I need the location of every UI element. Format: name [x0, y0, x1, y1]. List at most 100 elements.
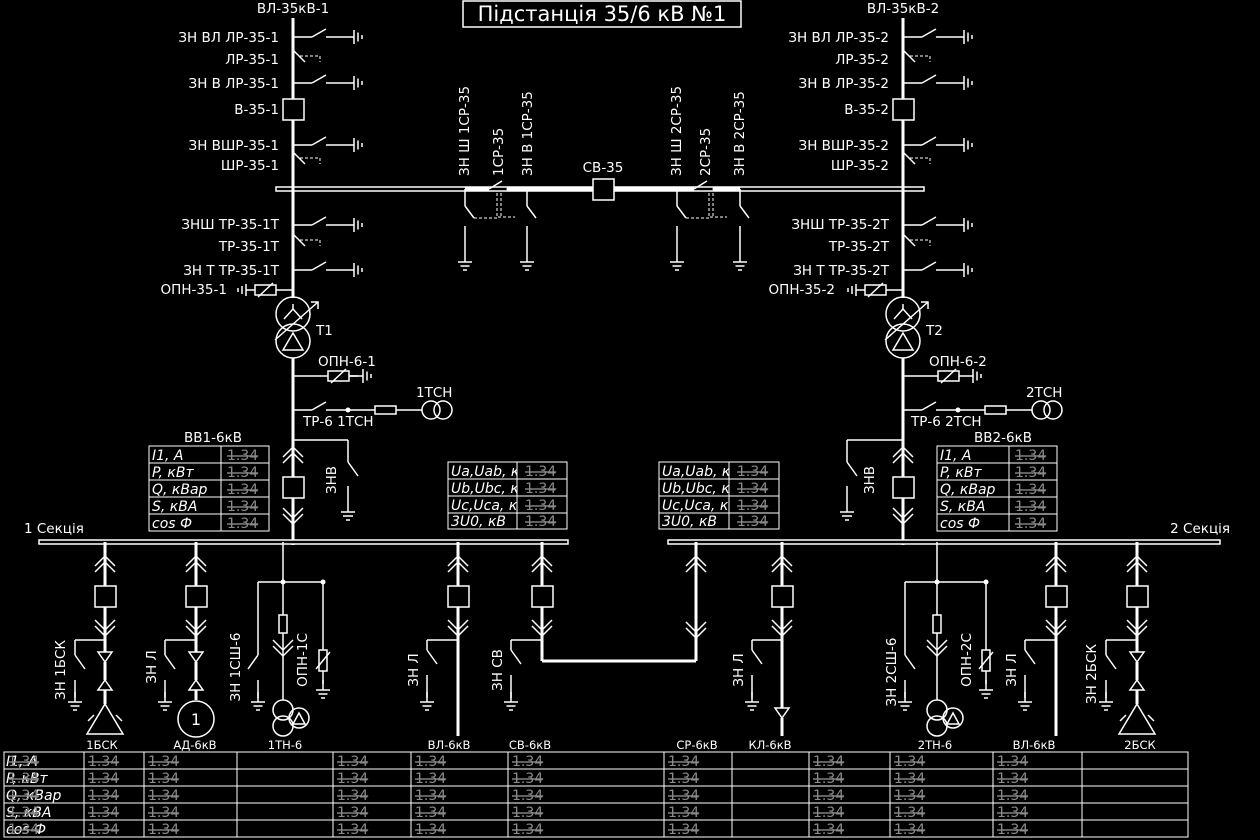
label-breaker-v-35-1: В-35-1 — [234, 102, 279, 118]
u1-value-a: 1.34 — [525, 464, 556, 480]
disconnector-shr-35-1[interactable] — [292, 151, 306, 165]
earth-switch-zn-vshr-1[interactable] — [311, 136, 327, 146]
disconnector-shr-35-2[interactable] — [902, 151, 916, 165]
earth-switch-zn-sh-2sr[interactable] — [676, 205, 687, 219]
breaker-sv-35[interactable] — [592, 178, 615, 201]
earth-switch-zn-vshr-2[interactable] — [921, 136, 937, 146]
label-1sr-35: 1СР-35 — [491, 128, 507, 176]
feeder-sr-6kv: СР-6кВ — [676, 542, 718, 752]
feeder-sv-6kv: ЗН СВ СВ-6кВ — [490, 542, 696, 752]
earth-switch-znsh-tr-2[interactable] — [921, 216, 937, 226]
feeder-kl-6kv: ЗН Л КЛ-6кВ — [731, 542, 794, 752]
label-opn-6-2: ОПН-6-2 — [929, 354, 987, 370]
table-cell-value: 1.34 — [415, 788, 446, 804]
earth-switch-zn-l-vl1[interactable] — [426, 649, 438, 665]
breaker-ad-6kv[interactable] — [185, 585, 208, 608]
breaker-2bsk[interactable] — [1126, 585, 1149, 608]
label-sv-35: СВ-35 — [583, 160, 624, 176]
table-cell-value: 1.34 — [88, 754, 119, 770]
disconnector-tr-6-2tsn[interactable] — [921, 401, 937, 411]
breaker-sv-6kv[interactable] — [531, 585, 554, 608]
earth-switch-zn-1bsk[interactable] — [74, 654, 86, 670]
earth-switch-zn-v-lr-1[interactable] — [311, 74, 327, 84]
label-opn-1s: ОПН-1С — [295, 633, 311, 687]
table-cell-value: 1.34 — [8, 754, 39, 770]
u1-label-c: Uc,Uca, кВ — [451, 498, 527, 514]
feeder-name-1bsk: 1БСК — [86, 738, 117, 752]
earth-switch-zn-l-kl[interactable] — [751, 649, 763, 665]
table-cell-value: 1.34 — [337, 771, 368, 787]
label-vv2-6kv: ВВ2-6кВ — [974, 430, 1032, 446]
motor-number: 1 — [191, 710, 201, 729]
table-cell-value: 1.34 — [337, 754, 368, 770]
busbar-6kv-section-2 — [667, 539, 1221, 545]
earth-switch-zn-l-vl2[interactable] — [1024, 649, 1036, 665]
earth-switch-zn-sh-1sr[interactable] — [464, 205, 475, 219]
label-znsh-tr-2: ЗНШ ТР-35-2Т — [791, 217, 889, 233]
bus-tie-35kv: СВ-35 ЗН Ш 1СР-35 ЗН В 1СР-35 1СР-35 ЗН … — [457, 86, 750, 271]
earth-switch-zn-t-tr-2[interactable] — [921, 261, 937, 271]
fuse-2tn — [932, 614, 942, 634]
disconnector-1sr-35[interactable] — [488, 180, 503, 190]
label-zn-vl-2: ЗН ВЛ ЛР-35-2 — [788, 30, 889, 46]
disconnector-lr-35-1[interactable] — [292, 49, 306, 63]
vv1-value-s: 1.34 — [227, 499, 258, 515]
busbar-6kv-section-1 — [38, 539, 569, 545]
table-cell-value: 1.34 — [512, 822, 543, 838]
breaker-v-35-1[interactable] — [282, 98, 305, 121]
disconnector-2sr-35[interactable] — [693, 180, 708, 190]
earth-switch-zn-sv[interactable] — [510, 649, 522, 665]
breaker-vl-6kv-1[interactable] — [447, 585, 470, 608]
earth-switch-znsh-tr-1[interactable] — [311, 216, 327, 226]
label-zn-1bsk: ЗН 1БСК — [53, 640, 69, 700]
breaker-v-35-2[interactable] — [892, 98, 915, 121]
table-cell-value: 1.34 — [512, 805, 543, 821]
vv2-value-p: 1.34 — [1015, 465, 1046, 481]
label-opn-2s: ОПН-2С — [959, 633, 975, 687]
disconnector-tr-35-2t[interactable] — [902, 233, 916, 247]
voltage-table-section-2: Ua,Uab, кВ Ub,Ubc, кВ Uc,Uca, кВ 3U0, кВ… — [658, 461, 780, 530]
vv2-label-cos: cos Ф — [940, 516, 980, 532]
u1-label-a: Ua,Uab, кВ — [451, 464, 529, 480]
earth-switch-zn-2bsk[interactable] — [1105, 654, 1117, 670]
earth-switch-zn-v-1sr[interactable] — [526, 205, 537, 219]
table-cell-value: 1.34 — [894, 822, 925, 838]
u1-value-c: 1.34 — [525, 498, 556, 514]
label-zn-t-tr-2: ЗН Т ТР-35-2Т — [793, 263, 890, 279]
label-znsh-tr-1: ЗНШ ТР-35-1Т — [181, 217, 279, 233]
table-cell-value: 1.34 — [88, 822, 119, 838]
feeder-vl-6kv-1: ЗН Л ВЛ-6кВ — [406, 542, 471, 752]
earth-switch-zn-l-ad[interactable] — [164, 654, 176, 670]
label-zn-1ssh: ЗН 1СШ-6 — [228, 632, 244, 701]
breaker-1bsk[interactable] — [94, 585, 117, 608]
earth-switch-znv-2[interactable] — [846, 461, 858, 477]
earth-switch-zn-t-tr-1[interactable] — [311, 261, 327, 271]
voltage-table-section-1: Ua,Uab, кВ Ub,Ubc, кВ Uc,Uca, кВ 3U0, кВ… — [447, 461, 568, 530]
line-label-right: ВЛ-35кВ-2 — [867, 1, 939, 17]
breaker-vl-6kv-2[interactable] — [1045, 585, 1068, 608]
earth-switch-zn-vl-2[interactable] — [921, 28, 937, 38]
disconnector-tr-35-1t[interactable] — [292, 233, 306, 247]
table-cell-value: 1.34 — [337, 805, 368, 821]
earth-switch-zn-v-lr-2[interactable] — [921, 74, 937, 84]
breaker-kl-6kv[interactable] — [771, 585, 794, 608]
disconnector-tr-6-1tsn[interactable] — [311, 401, 327, 411]
table-cell-value: 1.34 — [337, 788, 368, 804]
earth-switch-zn-v-2sr[interactable] — [739, 205, 750, 219]
earth-switch-zn-vl-1[interactable] — [311, 28, 327, 38]
vv1-label-q: Q, кВар — [152, 482, 208, 498]
earth-switch-zn-1ssh[interactable] — [247, 654, 259, 670]
earth-switch-znv-1[interactable] — [347, 461, 359, 477]
vt-2tn — [926, 699, 948, 721]
transformer-t1 — [275, 296, 311, 332]
breaker-vv2-6kv[interactable] — [892, 476, 915, 499]
feeder-name-vl1: ВЛ-6кВ — [428, 738, 471, 752]
label-2sr-35: 2СР-35 — [698, 128, 714, 176]
breaker-vv1-6kv[interactable] — [282, 476, 305, 499]
cable-end-kl — [773, 707, 791, 720]
earth-switch-zn-2ssh[interactable] — [904, 654, 916, 670]
disconnector-lr-35-2[interactable] — [902, 49, 916, 63]
label-breaker-v-35-2: В-35-2 — [844, 102, 889, 118]
table-cell-value: 1.34 — [8, 805, 39, 821]
